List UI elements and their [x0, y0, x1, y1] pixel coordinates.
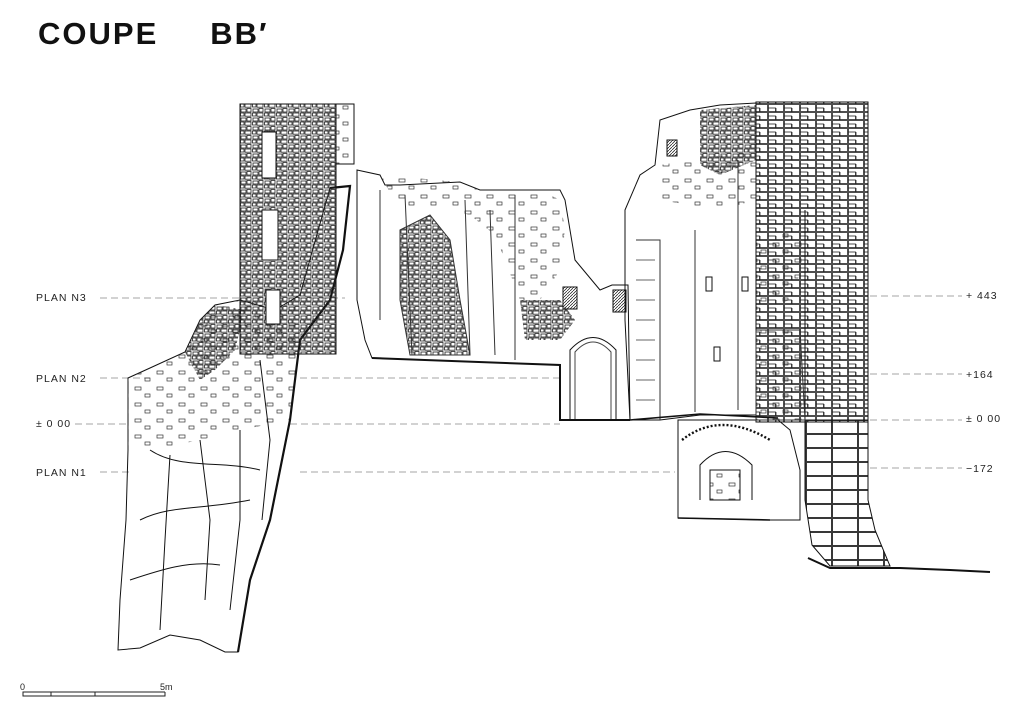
level-label-plan-n3: PLAN N3: [36, 292, 87, 304]
elevation-label-plus-164: +164: [966, 369, 994, 381]
central-ruin: [356, 169, 631, 421]
elevation-label-plus-443: + 443: [966, 290, 998, 302]
level-lines: [75, 295, 962, 473]
elevation-label-zero: ± 0 00: [966, 413, 1002, 425]
left-tower: [239, 103, 355, 355]
level-label-plan-n1: PLAN N1: [36, 467, 87, 479]
level-label-plan-n2: PLAN N2: [36, 373, 87, 385]
right-keep: [624, 102, 757, 421]
section-label: BB′: [210, 16, 269, 51]
ground-line-right: [807, 557, 991, 573]
elevation-label-minus-172: −172: [966, 463, 994, 475]
title-word: COUPE: [38, 16, 159, 51]
vaulted-chamber: [677, 419, 801, 521]
scale-end-label: 5m: [160, 682, 173, 692]
right-tower: [755, 101, 891, 567]
scale-start-label: 0: [20, 682, 25, 692]
arched-doorway: [569, 337, 617, 420]
level-label-zero: ± 0 00: [36, 418, 72, 430]
ground-line-mid: [629, 413, 779, 421]
drawing-title: COUPE BB′: [38, 16, 268, 52]
scale-bar: [22, 691, 166, 697]
